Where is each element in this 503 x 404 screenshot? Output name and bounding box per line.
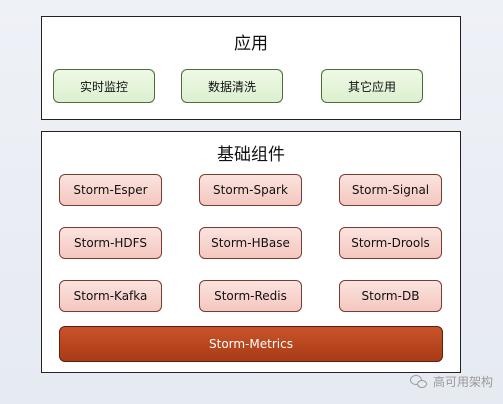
component-box-label: Storm-Drools bbox=[351, 236, 430, 250]
component-box-label: Storm-Signal bbox=[351, 183, 430, 197]
watermark: 高可用架构 bbox=[409, 373, 493, 390]
watermark-text: 高可用架构 bbox=[432, 375, 493, 389]
component-storm-signal-box: Storm-Signal bbox=[339, 174, 442, 206]
component-box-label: Storm-HDFS bbox=[74, 236, 147, 250]
application-layer-panel: 应用 实时监控 数据清洗 其它应用 bbox=[41, 16, 461, 120]
app-other-applications-box: 其它应用 bbox=[321, 69, 423, 103]
component-box-label: Storm-Esper bbox=[73, 183, 148, 197]
component-storm-kafka-box: Storm-Kafka bbox=[59, 280, 162, 312]
app-box-label: 其它应用 bbox=[347, 79, 396, 94]
metrics-bar-label: Storm-Metrics bbox=[209, 337, 293, 351]
component-storm-redis-box: Storm-Redis bbox=[199, 280, 302, 312]
application-layer-title: 应用 bbox=[234, 34, 268, 54]
component-box-label: Storm-Kafka bbox=[73, 289, 148, 303]
components-layer-title: 基础组件 bbox=[217, 145, 285, 165]
app-data-cleaning-box: 数据清洗 bbox=[181, 69, 283, 103]
component-box-label: Storm-Redis bbox=[214, 289, 287, 303]
component-box-label: Storm-Spark bbox=[213, 183, 288, 197]
component-storm-metrics-bar: Storm-Metrics bbox=[59, 326, 443, 362]
component-storm-drools-box: Storm-Drools bbox=[339, 227, 442, 259]
component-box-label: Storm-HBase bbox=[211, 236, 290, 250]
app-box-label: 实时监控 bbox=[79, 79, 128, 94]
app-box-label: 数据清洗 bbox=[207, 79, 256, 94]
component-storm-hbase-box: Storm-HBase bbox=[199, 227, 302, 259]
app-realtime-monitoring-box: 实时监控 bbox=[53, 69, 155, 103]
components-layer-panel: 基础组件 Storm-Esper Storm-Spark Storm-Signa… bbox=[41, 131, 461, 373]
component-storm-hdfs-box: Storm-HDFS bbox=[59, 227, 162, 259]
component-storm-db-box: Storm-DB bbox=[339, 280, 442, 312]
component-storm-esper-box: Storm-Esper bbox=[59, 174, 162, 206]
component-box-label: Storm-DB bbox=[361, 289, 420, 303]
wechat-icon bbox=[409, 374, 428, 389]
component-storm-spark-box: Storm-Spark bbox=[199, 174, 302, 206]
